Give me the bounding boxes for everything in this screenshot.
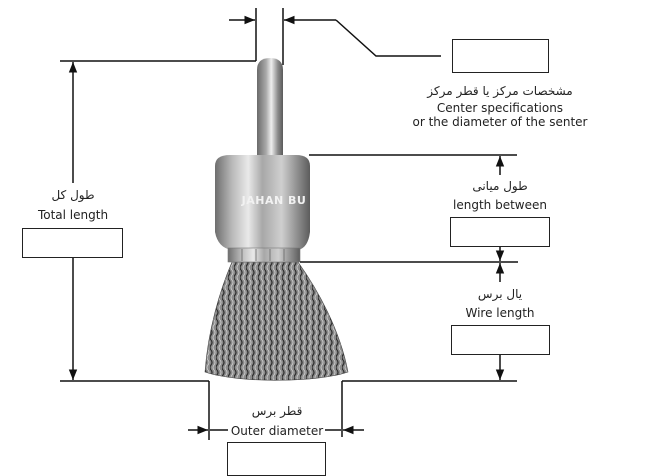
center-dimension: [60, 8, 441, 65]
outer-diameter-label-en: Outer diameter: [229, 424, 325, 438]
wire-length-label-fa: یال برس: [460, 287, 540, 301]
center-spec-label-en-2: or the diameter of the senter: [400, 115, 600, 129]
cup-housing: [215, 155, 310, 263]
shank: [257, 58, 283, 158]
total-length-label-en: Total length: [23, 208, 123, 222]
center-spec-label-en-1: Center specifications: [410, 101, 590, 115]
wire-length-input-box[interactable]: [451, 325, 550, 355]
length-between-input-box[interactable]: [450, 217, 550, 247]
total-length-dimension: [60, 62, 210, 440]
center-spec-label-fa: مشخصات مرکز یا قطر مرکز: [410, 84, 590, 98]
total-length-input-box[interactable]: [22, 228, 123, 258]
wire-length-dimension: [341, 263, 517, 437]
length-between-label-fa: طول میانی: [460, 179, 540, 193]
length-between-dimension: [300, 154, 518, 263]
outer-diameter-input-box[interactable]: [227, 442, 326, 476]
wire-bristles: [204, 261, 349, 381]
brand-engraving: JAHAN BU: [241, 194, 307, 207]
outer-diameter-label-fa: قطر برس: [237, 404, 317, 418]
total-length-label-fa: طول کل: [33, 188, 113, 202]
length-between-label-en: length between: [450, 198, 550, 212]
wire-length-label-en: Wire length: [450, 306, 550, 320]
center-spec-input-box[interactable]: [452, 39, 549, 73]
